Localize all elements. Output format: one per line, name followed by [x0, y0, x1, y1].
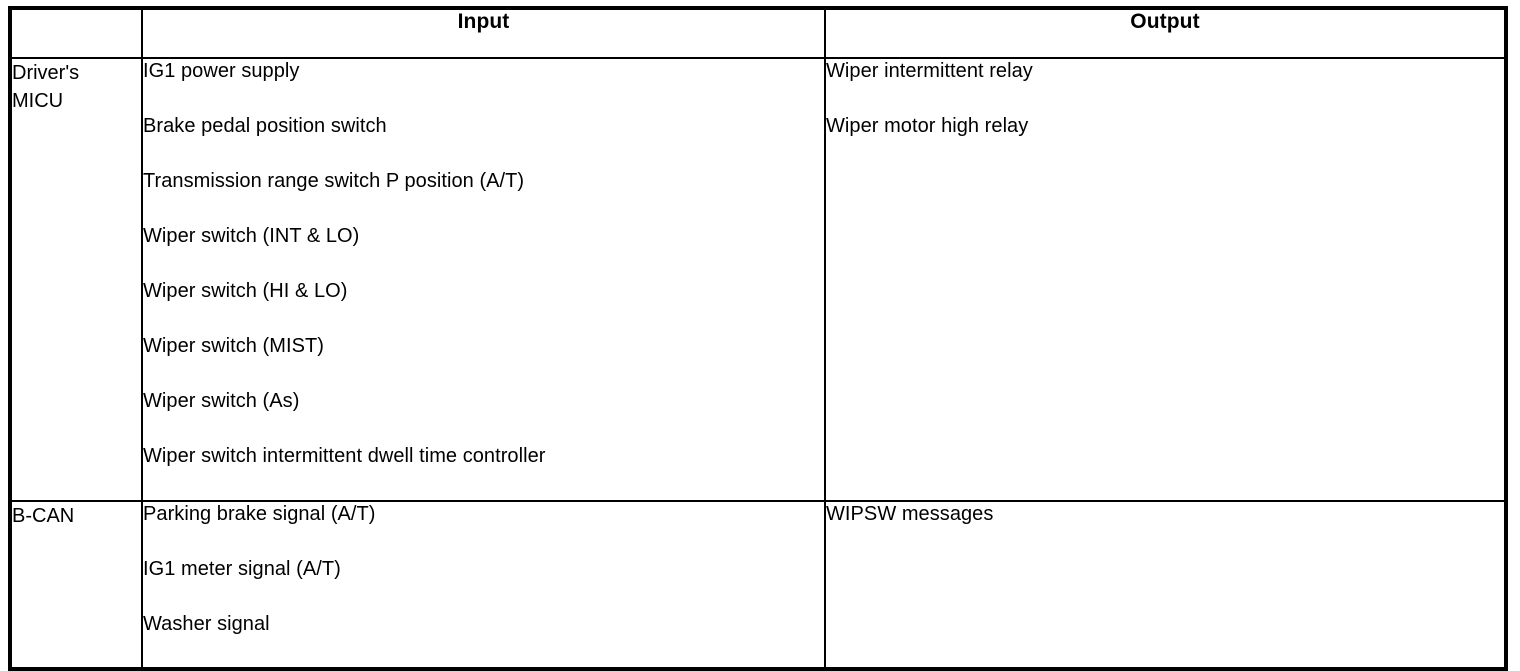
output-cell-micu: Wiper intermittent relay Wiper motor hig…	[824, 57, 1507, 502]
column-header-input: Input	[141, 7, 826, 59]
list-item: WIPSW messages	[826, 503, 994, 525]
list-item: Wiper switch (As)	[143, 390, 300, 412]
list-item: Wiper switch intermittent dwell time con…	[143, 445, 546, 467]
input-output-table: Input Output Driver's MICU IG1 power sup…	[8, 6, 1508, 671]
input-cell-bcan: Parking brake signal (A/T) IG1 meter sig…	[141, 500, 826, 670]
list-item: Wiper intermittent relay	[826, 60, 1033, 82]
system-cell-bcan: B-CAN	[9, 500, 143, 670]
system-label-line1: Driver's	[12, 62, 80, 84]
output-list-bcan: WIPSW messages	[826, 502, 1504, 557]
column-header-output: Output	[824, 7, 1507, 59]
table-header: Input Output	[9, 7, 1507, 59]
column-header-system	[9, 7, 143, 59]
list-item: Wiper switch (MIST)	[143, 335, 324, 357]
io-table-container: Input Output Driver's MICU IG1 power sup…	[8, 6, 1508, 671]
input-list-micu: IG1 power supply Brake pedal position sw…	[143, 59, 824, 499]
list-item: Brake pedal position switch	[143, 115, 387, 137]
system-label-line1: B-CAN	[12, 505, 75, 527]
table-row: Driver's MICU IG1 power supply Brake ped…	[9, 57, 1507, 502]
system-cell-micu: Driver's MICU	[9, 57, 143, 502]
list-item: Wiper motor high relay	[826, 115, 1029, 137]
table-body: Driver's MICU IG1 power supply Brake ped…	[9, 57, 1507, 670]
list-item: Washer signal	[143, 613, 270, 635]
input-list-bcan: Parking brake signal (A/T) IG1 meter sig…	[143, 502, 824, 667]
list-item: Wiper switch (INT & LO)	[143, 225, 360, 247]
table-row: B-CAN Parking brake signal (A/T) IG1 met…	[9, 500, 1507, 670]
list-item: Transmission range switch P position (A/…	[143, 170, 525, 192]
output-list-micu: Wiper intermittent relay Wiper motor hig…	[826, 59, 1504, 169]
system-label-line2: MICU	[12, 90, 64, 112]
input-cell-micu: IG1 power supply Brake pedal position sw…	[141, 57, 826, 502]
list-item: Parking brake signal (A/T)	[143, 503, 376, 525]
output-cell-bcan: WIPSW messages	[824, 500, 1507, 670]
list-item: IG1 meter signal (A/T)	[143, 558, 341, 580]
list-item: IG1 power supply	[143, 60, 300, 82]
list-item: Wiper switch (HI & LO)	[143, 280, 348, 302]
header-row: Input Output	[9, 7, 1507, 59]
